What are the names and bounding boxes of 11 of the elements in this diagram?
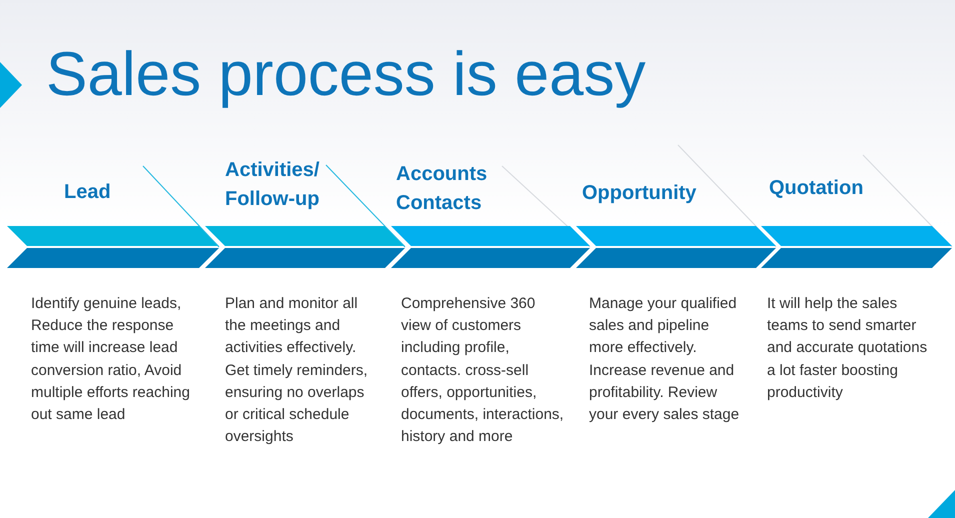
stage-heading: Lead bbox=[64, 180, 112, 205]
stage-heading: Opportunity bbox=[582, 181, 698, 206]
stage-heading: Accounts Contacts bbox=[396, 162, 488, 216]
stage-description: Plan and monitor all the meetings and activities effectively. Get timely reminders, ensuring no overlaps or critical schedule oversights bbox=[225, 294, 369, 448]
stage-description: Identify genuine leads, Reduce the response time will increase lead conversion ratio, Avoid multiple efforts reaching out same lead bbox=[31, 294, 191, 426]
stage-description: Manage your qualified sales and pipeline more effectively. Increase revenue and profitability. Review your every sales stage bbox=[589, 294, 740, 426]
stage-heading: Activities/ Follow-up bbox=[225, 158, 320, 212]
stage-heading: Quotation bbox=[769, 176, 864, 201]
stage-description: Comprehensive 360 view of customers including profile, contacts. cross-sell offers, opportunities, documents, interactions, history and more bbox=[401, 294, 565, 448]
stage-description: It will help the sales teams to send smarter and accurate quotations a lot faster boosting productivity bbox=[767, 294, 928, 403]
title: Sales process is easy bbox=[46, 44, 646, 106]
